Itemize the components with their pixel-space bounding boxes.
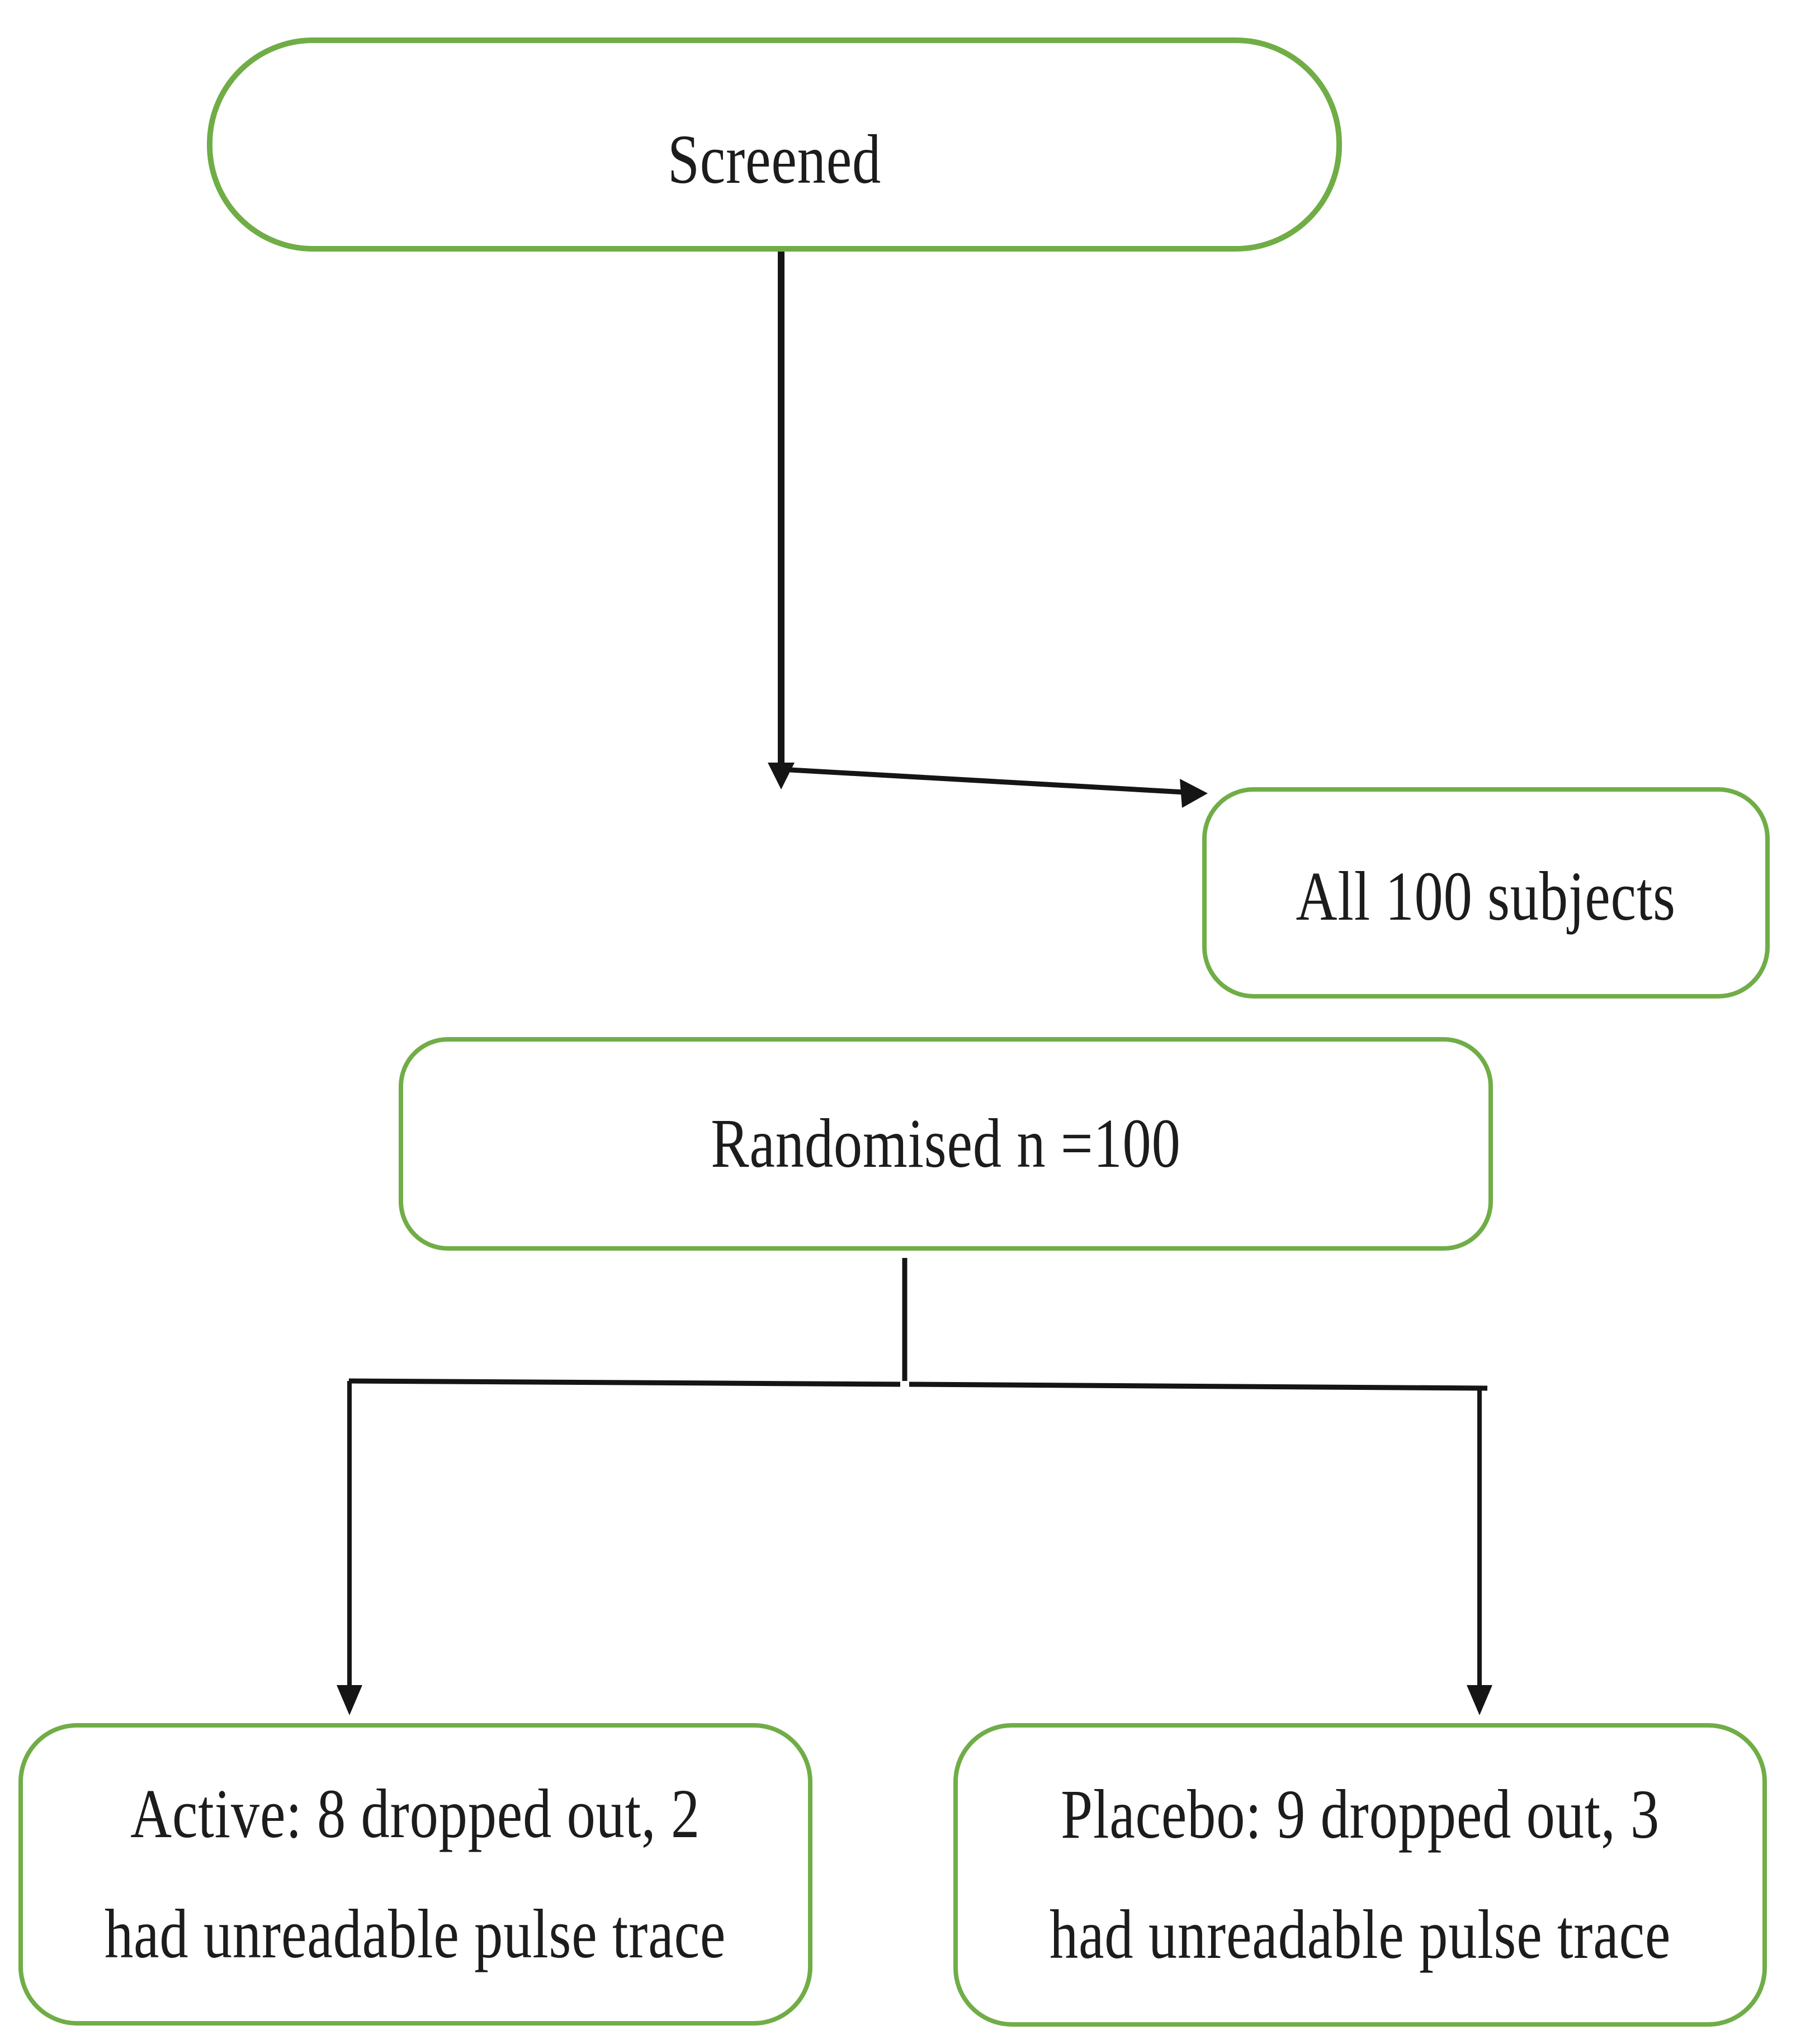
arrowhead-to-active-icon: [337, 1685, 362, 1715]
node-active-dropout-line2: had unreadable pulse trace: [105, 1895, 726, 1973]
node-all-100-subjects-label: All 100 subjects: [1296, 858, 1676, 935]
node-active-dropout-line1: Active: 8 dropped out, 2: [130, 1775, 701, 1853]
node-active-dropout: Active: 8 dropped out, 2 had unreadable …: [18, 1723, 812, 2026]
arrowhead-to-all-100-subjects-icon: [1180, 779, 1208, 808]
node-randomised-label: Randomised n =100: [711, 1105, 1181, 1182]
node-placebo-dropout-label: Placebo: 9 dropped out, 3 had unreadable…: [1050, 1755, 1671, 1995]
node-placebo-dropout-line1: Placebo: 9 dropped out, 3: [1061, 1776, 1660, 1853]
node-screened-label: Screened: [667, 121, 882, 198]
node-placebo-dropout-line2: had unreadable pulse trace: [1049, 1896, 1671, 1974]
connector-split-right: [909, 1381, 1488, 1391]
node-all-100-subjects: All 100 subjects: [1202, 787, 1770, 999]
connector-split-left: [348, 1378, 901, 1387]
node-randomised: Randomised n =100: [399, 1037, 1493, 1251]
connector-to-all-100-subjects: [790, 767, 1185, 795]
arrowhead-to-placebo-icon: [1467, 1685, 1492, 1715]
node-placebo-dropout: Placebo: 9 dropped out, 3 had unreadable…: [953, 1723, 1767, 2027]
arrowhead-screened-down-icon: [768, 763, 795, 789]
node-active-dropout-label: Active: 8 dropped out, 2 had unreadable …: [105, 1754, 726, 1995]
node-screened: Screened: [207, 37, 1342, 252]
